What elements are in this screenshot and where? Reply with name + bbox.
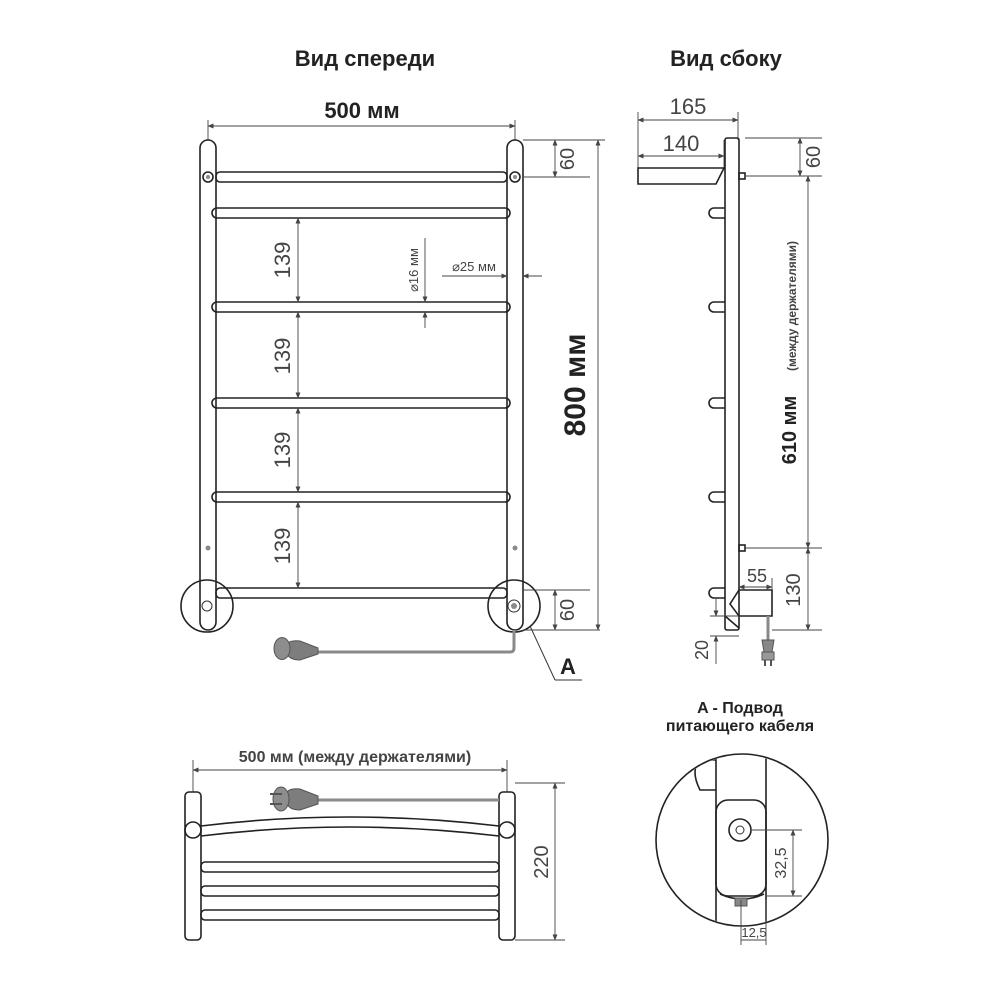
side-cable-offset: 20 bbox=[692, 640, 712, 660]
top-depth-label: 220 bbox=[531, 845, 553, 878]
pipe-diameter-label: ⌀25 мм bbox=[452, 259, 496, 274]
side-rail-stubs bbox=[708, 207, 725, 599]
detail-horizontal-dim: 12,5 bbox=[741, 925, 766, 940]
front-view: 500 мм bbox=[180, 98, 605, 681]
detail-a: 32,5 12,5 bbox=[655, 753, 829, 945]
side-bottom-height: 130 bbox=[783, 573, 805, 606]
front-height-label: 800 мм bbox=[559, 334, 592, 437]
left-upright bbox=[199, 139, 217, 631]
side-depth-total: 165 bbox=[670, 94, 707, 119]
side-upright bbox=[724, 137, 740, 631]
side-bottom-depth: 55 bbox=[747, 566, 767, 586]
bottom-element bbox=[729, 589, 773, 617]
spacing-4: 139 bbox=[270, 528, 295, 565]
top-bracket bbox=[637, 167, 726, 185]
rail-diameter-label: ⌀16 мм bbox=[406, 248, 421, 292]
spacing-3: 139 bbox=[270, 432, 295, 469]
callout-a: A bbox=[560, 654, 576, 679]
detail-title-line1: A - Подвод bbox=[697, 700, 783, 717]
side-view: 165 140 60 bbox=[637, 94, 825, 666]
rail-2 bbox=[211, 207, 511, 219]
rail-5 bbox=[211, 491, 511, 503]
top-width-label: 500 мм (между держателями) bbox=[239, 749, 471, 766]
top-view: 500 мм (между держателями) 220 bbox=[184, 749, 565, 941]
power-cable bbox=[273, 630, 516, 661]
spacing-1: 139 bbox=[270, 242, 295, 279]
detail-circle bbox=[655, 753, 829, 927]
detail-title-line2: питающего кабеля bbox=[666, 718, 814, 735]
side-depth-bar: 140 bbox=[663, 131, 700, 156]
front-view-title: Вид спереди bbox=[295, 46, 435, 71]
rail-1 bbox=[215, 171, 508, 183]
side-holder-spacing: 610 мм bbox=[779, 396, 801, 465]
front-width-label: 500 мм bbox=[324, 98, 399, 123]
detail-vertical-dim: 32,5 bbox=[773, 847, 790, 878]
side-top-offset: 60 bbox=[803, 146, 825, 168]
side-holder-spacing-note: (между держателями) bbox=[785, 241, 799, 371]
front-top-offset: 60 bbox=[557, 148, 579, 170]
top-right-holder bbox=[498, 791, 516, 941]
rail-4 bbox=[211, 397, 511, 409]
rail-3 bbox=[211, 301, 511, 313]
rails bbox=[211, 171, 511, 599]
spacing-2: 139 bbox=[270, 338, 295, 375]
left-detail-circle bbox=[180, 579, 234, 633]
rail-6 bbox=[215, 587, 508, 599]
top-left-holder bbox=[184, 791, 202, 941]
front-bottom-offset: 60 bbox=[557, 599, 579, 621]
side-view-title: Вид сбоку bbox=[670, 46, 782, 71]
detail-element bbox=[715, 799, 767, 897]
